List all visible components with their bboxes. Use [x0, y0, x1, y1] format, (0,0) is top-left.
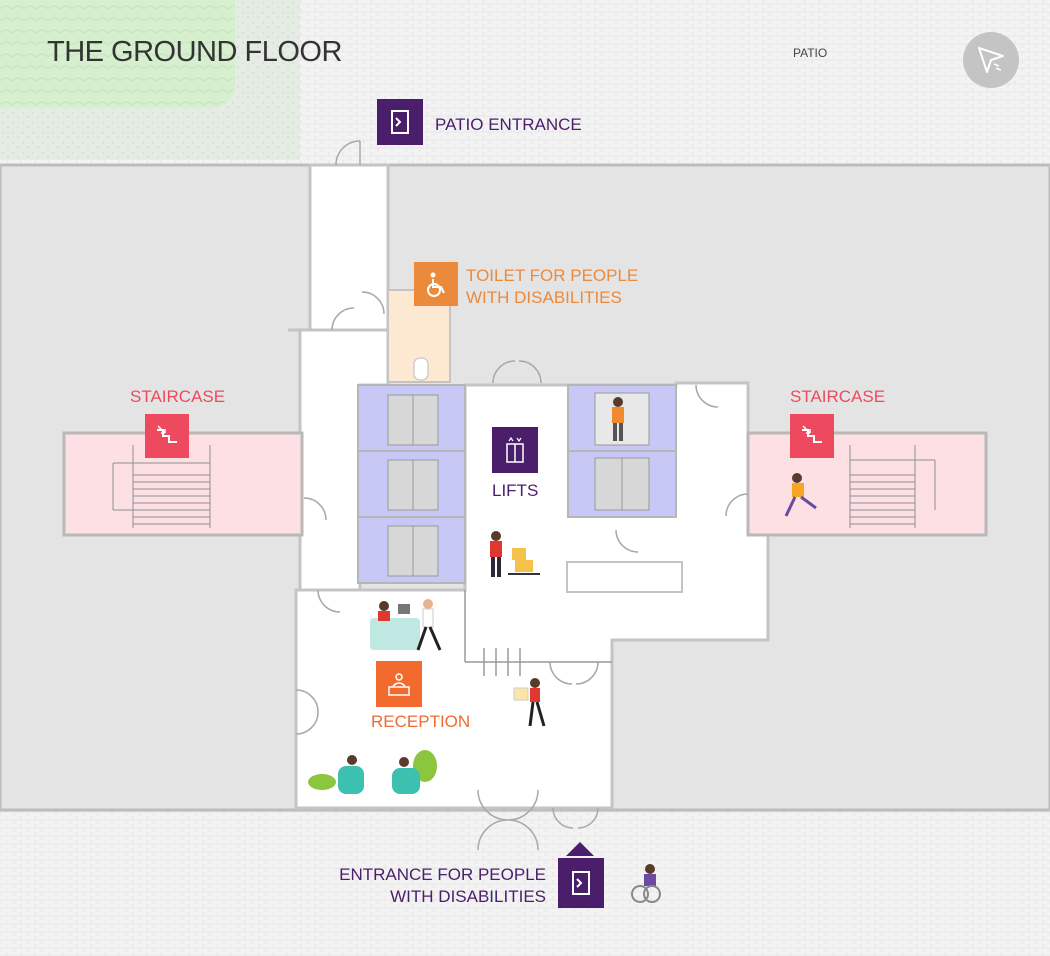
accessible-entrance-line2: WITH DISABILITIES — [390, 887, 546, 906]
stairs-icon — [157, 425, 177, 443]
navigation-cursor-icon — [978, 47, 1004, 73]
railing — [464, 590, 612, 676]
accessible-entrance-label: ENTRANCE FOR PEOPLE WITH DISABILITIES — [339, 864, 546, 908]
reception-marker[interactable] — [376, 661, 422, 707]
page-title: THE GROUND FLOOR — [47, 36, 342, 68]
green-lawn — [0, 0, 235, 108]
patio-entrance-marker[interactable] — [377, 99, 423, 145]
wheelchair-icon — [427, 272, 445, 297]
lifts-label: LIFTS — [492, 481, 539, 500]
staircase-right-label: STAIRCASE — [790, 387, 886, 406]
doors — [295, 140, 749, 851]
person-in-lift — [612, 397, 624, 441]
door-entrance-icon — [572, 871, 590, 895]
door-entrance-icon — [391, 110, 409, 134]
toilet-label-line1: TOILET FOR PEOPLE — [466, 266, 639, 285]
reception-desk — [370, 599, 442, 651]
patio-entrance-label: PATIO ENTRANCE — [435, 115, 582, 134]
stairs-icon — [802, 425, 822, 443]
staircase-right-area — [746, 431, 988, 537]
reception-label: RECEPTION — [371, 712, 471, 731]
staircase-left-label: STAIRCASE — [130, 387, 226, 406]
navigation-button[interactable] — [963, 32, 1019, 88]
staircase-right-marker[interactable] — [790, 414, 834, 458]
stair-steps-right — [849, 445, 936, 528]
entrance-pointer — [566, 842, 594, 856]
lifts-marker[interactable] — [492, 427, 538, 473]
lifts-right — [567, 384, 677, 518]
toilet-label-line2: WITH DISABILITIES — [466, 288, 622, 307]
running-person — [784, 473, 817, 517]
elevator-icon — [506, 436, 524, 463]
wheelchair-person — [631, 864, 661, 903]
accessible-entrance-line1: ENTRANCE FOR PEOPLE — [339, 865, 546, 884]
toilet-bowl — [413, 357, 429, 381]
patio-label: PATIO — [793, 46, 828, 60]
storage-room — [566, 561, 683, 593]
toilet-label: TOILET FOR PEOPLE WITH DISABILITIES — [466, 265, 638, 309]
reception-desk-icon — [388, 673, 410, 696]
worker-with-trolley — [490, 531, 540, 577]
lounge-area — [308, 750, 437, 794]
lifts-left — [357, 384, 466, 584]
accessible-entrance-marker[interactable] — [558, 858, 604, 908]
toilet-marker[interactable] — [414, 262, 458, 306]
stair-steps-left — [112, 445, 211, 528]
staircase-left-marker[interactable] — [145, 414, 189, 458]
person-with-box — [513, 678, 546, 727]
